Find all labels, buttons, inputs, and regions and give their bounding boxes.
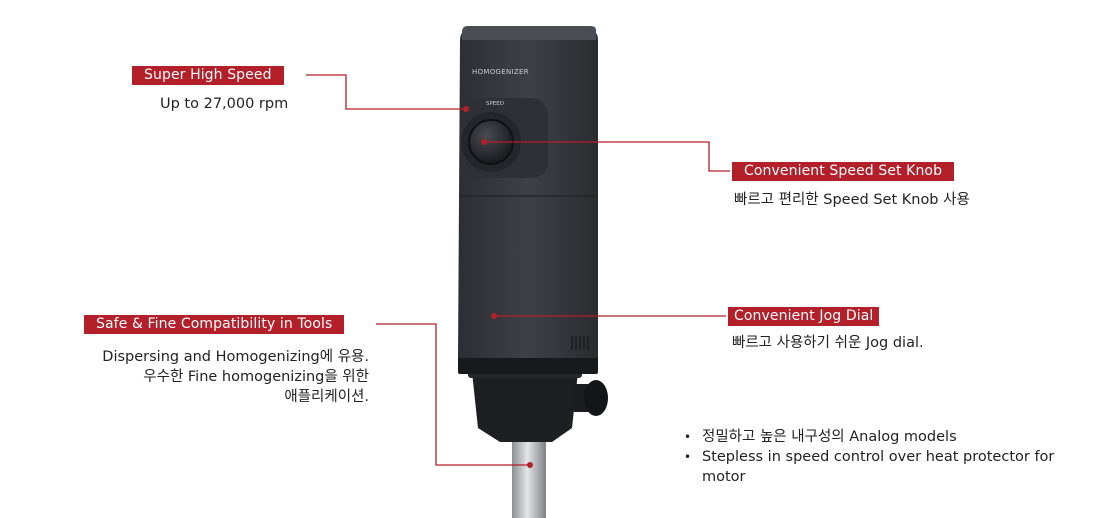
leader-speed (306, 74, 466, 110)
tag-jog-dial: Convenient Jog Dial (728, 307, 880, 326)
collar (472, 372, 578, 442)
desc-tools-line-1: Dispersing and Homogenizing에 유용. (102, 349, 369, 365)
desc-tools-line-3: 애플리케이션. (284, 389, 369, 405)
dot-speed (463, 106, 469, 112)
jog-dial-knob (584, 380, 608, 416)
leader-tools (376, 323, 530, 466)
tag-tools-compatibility: Safe & Fine Compatibility in Tools (84, 315, 345, 334)
desc-tools-line-2: 우수한 Fine homogenizing을 위한 (143, 369, 369, 385)
dot-knob (481, 139, 487, 145)
knob-speed-label: SPEED (486, 101, 504, 107)
desc-speed-set-knob: 빠르고 편리한 Speed Set Knob 사용 (734, 192, 970, 208)
feature-item: Stepless in speed control over heat prot… (684, 447, 1094, 487)
device-body (458, 30, 598, 358)
dot-tools (527, 462, 533, 468)
device-top (462, 26, 596, 40)
tag-super-high-speed: Super High Speed (132, 66, 284, 85)
base-band (458, 356, 598, 374)
desc-jog-dial: 빠르고 사용하기 쉬운 Jog dial. (732, 335, 924, 351)
feature-item: 정밀하고 높은 내구성의 Analog models (684, 427, 1094, 447)
dot-jog (491, 313, 497, 319)
tag-speed-set-knob: Convenient Speed Set Knob (732, 162, 955, 181)
shaft (512, 436, 546, 518)
desc-super-high-speed: Up to 27,000 rpm (160, 96, 289, 112)
device-brand-label: HOMOGENIZER (472, 68, 529, 76)
leader-knob (484, 141, 730, 172)
feature-list: 정밀하고 높은 내구성의 Analog models Stepless in s… (684, 427, 1094, 487)
vent-slots (571, 336, 589, 350)
